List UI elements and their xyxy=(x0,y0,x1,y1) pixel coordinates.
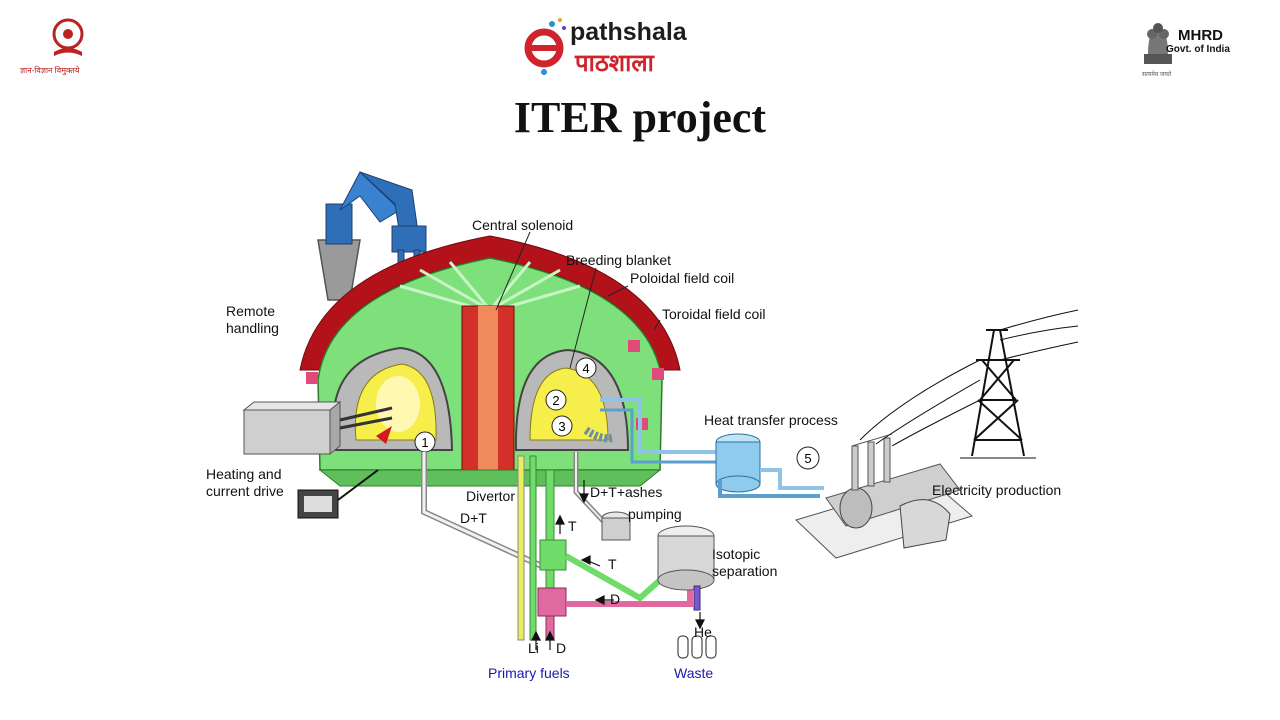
label-central-solenoid: Central solenoid xyxy=(472,217,574,233)
flow-arrows xyxy=(531,480,705,650)
label-poloidal-field-coil: Poloidal field coil xyxy=(630,270,735,286)
label-he: He xyxy=(694,624,712,640)
mhrd-subtitle: Govt. of India xyxy=(1166,44,1230,55)
marker-4 xyxy=(575,357,597,379)
heat-transfer-loop xyxy=(583,398,824,498)
marker-3-label: 3 xyxy=(558,419,565,434)
label-breeding-blanket: Breeding blanket xyxy=(566,252,672,268)
label-heat-transfer: Heat transfer process xyxy=(704,412,838,428)
label-t-lower: T xyxy=(608,556,617,572)
marker-3 xyxy=(551,415,573,437)
marker-5-label: 5 xyxy=(804,451,811,466)
remote-handling-crane xyxy=(317,171,427,301)
marker-2 xyxy=(545,389,567,411)
label-isotopic-2: separation xyxy=(712,563,778,579)
ugc-tagline: ज्ञान-विज्ञान विमुक्तये xyxy=(20,66,80,75)
label-li: Li xyxy=(528,640,539,656)
tokamak-body xyxy=(299,235,681,487)
power-pylon xyxy=(859,309,1079,459)
label-dt-ashes: D+T+ashes xyxy=(590,484,663,500)
label-d-return: D xyxy=(610,591,621,607)
marker-4-label: 4 xyxy=(582,361,589,376)
label-remote-handling-2: handling xyxy=(226,320,279,336)
marker-5 xyxy=(796,446,820,470)
label-d-input: D xyxy=(556,640,567,656)
label-waste: Waste xyxy=(674,665,714,681)
mhrd-title: MHRD xyxy=(1178,27,1223,44)
fuel-cycle-piping xyxy=(421,452,717,659)
ugc-logo xyxy=(48,16,88,62)
label-toroidal-field-coil: Toroidal field coil xyxy=(662,306,766,322)
label-electricity-production: Electricity production xyxy=(932,482,1062,498)
label-divertor: Divertor xyxy=(466,488,516,504)
generator xyxy=(795,433,974,559)
ugc-emblem-icon xyxy=(52,18,84,56)
marker-1-label: 1 xyxy=(421,435,428,450)
logo-brand-latin: pathshala xyxy=(570,18,687,46)
page-title: ITER project xyxy=(513,93,767,142)
label-heating-1: Heating and xyxy=(206,466,282,482)
marker-2-label: 2 xyxy=(552,393,559,408)
label-primary-fuels: Primary fuels xyxy=(488,665,570,681)
lion-capital-icon xyxy=(1144,23,1172,64)
label-t-upper: T xyxy=(568,518,577,534)
epathshala-e-icon xyxy=(524,18,566,75)
epathshala-logo-mark xyxy=(522,14,572,78)
label-remote-handling-1: Remote xyxy=(226,303,276,319)
label-isotopic-1: Isotopic xyxy=(712,546,761,562)
logo-brand-hindi: पाठशाला xyxy=(575,49,654,77)
heating-unit xyxy=(242,400,393,519)
leader-lines xyxy=(495,231,661,369)
label-dt: D+T xyxy=(460,510,487,526)
label-pumping: pumping xyxy=(628,506,682,522)
label-heating-2: current drive xyxy=(206,483,284,499)
emblem-motto: सत्यमेव जयते xyxy=(1142,72,1172,78)
india-emblem xyxy=(1138,14,1178,70)
